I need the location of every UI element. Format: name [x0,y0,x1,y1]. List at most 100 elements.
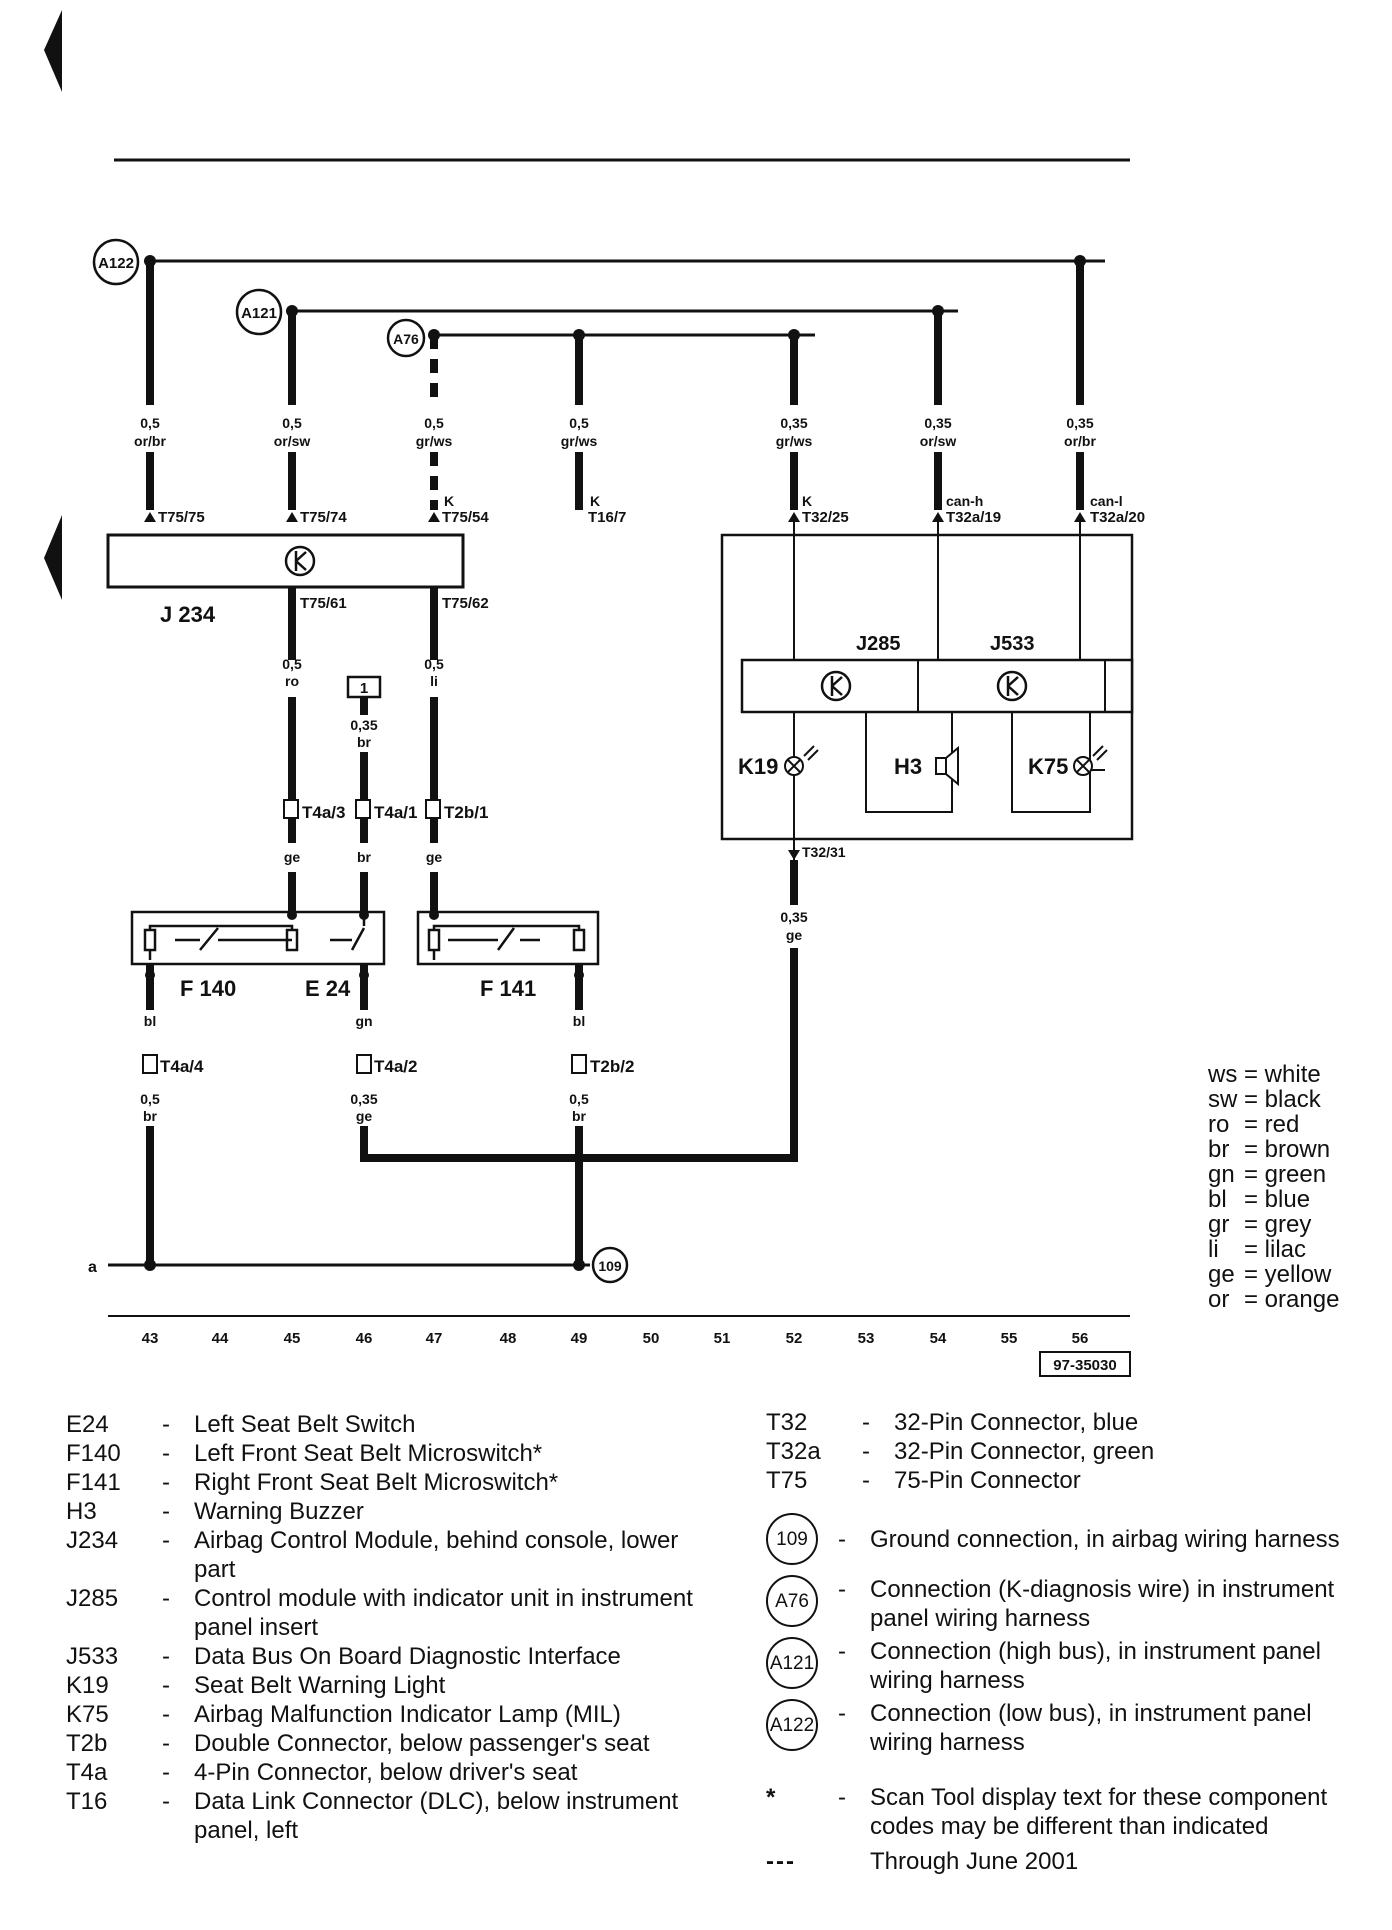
connector-symbols-mid [283,799,441,819]
legend-circle-row: A76-Connection (K-diagnosis wire) in ins… [766,1575,1366,1633]
legend-code: T2b [66,1730,108,1757]
svg-text:43: 43 [142,1330,159,1347]
svg-text:gr/ws: gr/ws [561,433,598,449]
color-code: gr [1208,1211,1230,1238]
track-numbers: 43 44 45 46 47 48 49 50 51 52 53 54 55 5… [142,1330,1089,1347]
legend-row: T32-32-Pin Connector, blue [766,1408,1366,1437]
legend-dash: - [162,1440,170,1467]
legend-desc: Left Seat Belt Switch [194,1411,416,1438]
color-code: ge [1208,1261,1235,1288]
color-key-row: gr = grey [1208,1212,1339,1237]
color-code: or [1208,1286,1230,1313]
color-name: = white [1244,1061,1321,1088]
svg-text:50: 50 [643,1330,660,1347]
mid-wires [288,818,438,915]
upper-wires [146,261,1084,510]
legend-code: K75 [66,1701,109,1728]
legend-dash: - [162,1759,170,1786]
legend-row: T2b-Double Connector, below passenger's … [66,1729,716,1758]
component-legend-left: E24-Left Seat Belt Switch F140-Left Fron… [66,1410,716,1845]
svg-text:br: br [572,1108,587,1124]
svg-text:T4a/3: T4a/3 [302,803,345,822]
color-name: = green [1244,1161,1327,1188]
legend-code: F141 [66,1469,121,1496]
ground-109: 109 [591,1246,629,1284]
svg-text:T32a/20: T32a/20 [1090,509,1145,526]
svg-text:or/br: or/br [134,433,166,449]
legend-dash: - [162,1411,170,1438]
wiring-diagram: A122 A121 A76 0,5 or/br 0,5 or/sw 0,5 gr… [44,10,1145,1377]
legend-desc: Right Front Seat Belt Microswitch* [194,1469,559,1496]
color-key-row: or = orange [1208,1287,1339,1312]
legend-row: K75-Airbag Malfunction Indicator Lamp (M… [66,1700,716,1729]
svg-text:T2b/2: T2b/2 [590,1057,634,1076]
svg-text:br: br [357,849,372,865]
page-marker-mid [44,515,62,600]
legend-code: F140 [66,1440,121,1467]
color-code: br [1208,1136,1230,1163]
svg-text:or/sw: or/sw [274,433,311,449]
wire-color-key: ws= white sw= black ro= red br= brown gn… [1208,1062,1339,1312]
j533-symbol [996,670,1028,702]
svg-text:gr/ws: gr/ws [416,433,453,449]
svg-text:48: 48 [500,1330,517,1347]
connector-labels-mid: T4a/3 T4a/1 T2b/1 [302,803,488,822]
legend-dash: - [162,1730,170,1757]
svg-text:A122: A122 [98,255,134,272]
legend-code: T4a [66,1759,108,1786]
color-code: ro [1208,1111,1230,1138]
svg-text:gn: gn [355,1013,372,1029]
color-name: = lilac [1244,1236,1307,1263]
color-key-row: li = lilac [1208,1237,1339,1262]
svg-text:T2b/1: T2b/1 [444,803,488,822]
color-name: = grey [1244,1211,1312,1238]
svg-text:ge: ge [426,849,443,865]
switch-dots [287,910,439,920]
svg-text:T16/7: T16/7 [588,509,626,526]
color-code: bl [1208,1186,1227,1213]
t3231-color: ge [786,927,803,943]
svg-text:0,5: 0,5 [424,415,444,431]
legend-code: J234 [66,1527,119,1554]
svg-text:0,35: 0,35 [350,1091,377,1107]
legend-code: J533 [66,1643,119,1670]
mid-wire-colors: ge br ge [284,849,443,865]
h3-label: H3 [894,754,922,779]
legend-desc: Data Link Connector (DLC), below instrum… [194,1788,679,1844]
legend-row: T32a-32-Pin Connector, green [766,1437,1366,1466]
lower-dots [144,970,585,1271]
legend-dash: - [838,1525,846,1553]
component-legend-right: T32-32-Pin Connector, blue T32a-32-Pin C… [766,1408,1366,1876]
svg-text:ge: ge [356,1108,373,1124]
connection-circle-icon: A76 [766,1575,818,1627]
svg-text:T75/75: T75/75 [158,509,205,526]
svg-text:55: 55 [1001,1330,1018,1347]
svg-text:T75/62: T75/62 [442,595,489,612]
svg-text:T32a/19: T32a/19 [946,509,1001,526]
svg-text:0,35: 0,35 [780,415,807,431]
svg-text:T4a/4: T4a/4 [160,1057,204,1076]
svg-text:0,5: 0,5 [140,415,160,431]
legend-dash: - [162,1498,170,1525]
svg-text:K: K [802,493,812,509]
svg-text:T32/25: T32/25 [802,509,849,526]
legend-row: J285-Control module with indicator unit … [66,1584,716,1642]
legend-desc: Connection (K-diagnosis wire) in instrum… [870,1576,1335,1632]
svg-text:54: 54 [930,1330,947,1347]
svg-text:can-h: can-h [946,493,983,509]
page-marker-top [44,10,62,92]
color-name: = orange [1244,1286,1340,1313]
legend-dash: - [838,1784,846,1811]
color-name: = black [1244,1086,1321,1113]
legend-dash: - [162,1701,170,1728]
legend-row: F140-Left Front Seat Belt Microswitch* [66,1439,716,1468]
legend-desc: Through June 2001 [870,1848,1079,1875]
svg-text:0,5: 0,5 [569,415,589,431]
legend-dash: - [162,1585,170,1612]
legend-desc: Seat Belt Warning Light [194,1672,446,1699]
svg-text:47: 47 [426,1330,443,1347]
connection-circle-icon: A121 [766,1637,818,1689]
color-code: li [1208,1236,1219,1263]
module-j285-j533 [740,658,1134,714]
color-code: sw [1208,1086,1238,1113]
